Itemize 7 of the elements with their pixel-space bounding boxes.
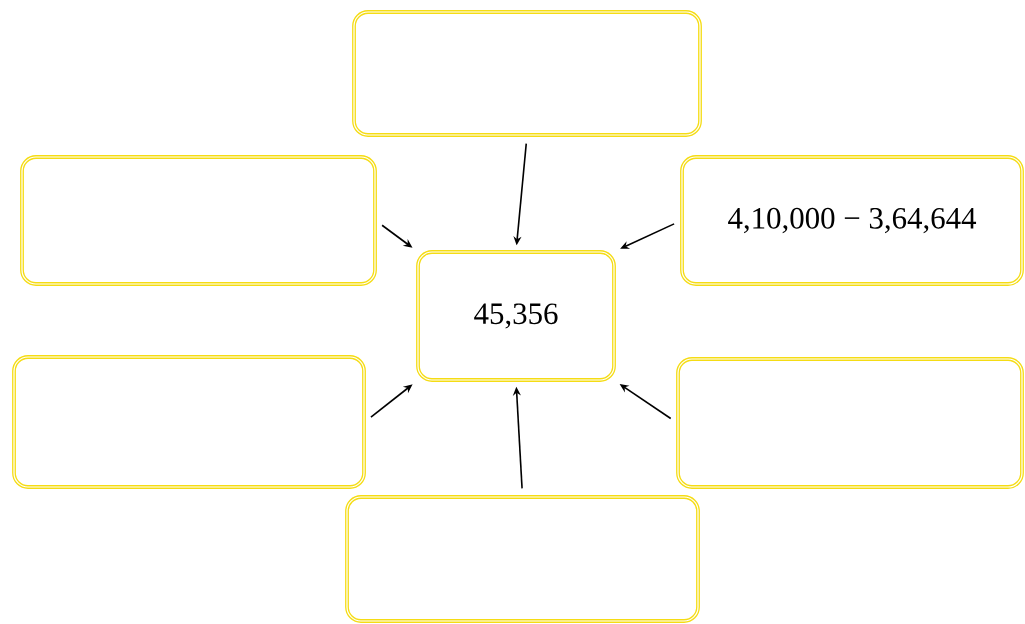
empty-box <box>12 355 366 489</box>
answer-box: 4,10,000 − 3,64,644 <box>680 155 1024 286</box>
empty-box <box>20 155 377 286</box>
empty-box <box>352 10 702 137</box>
empty-box <box>345 495 700 623</box>
empty-box <box>676 357 1024 489</box>
answer-box: 45,356 <box>416 250 616 382</box>
